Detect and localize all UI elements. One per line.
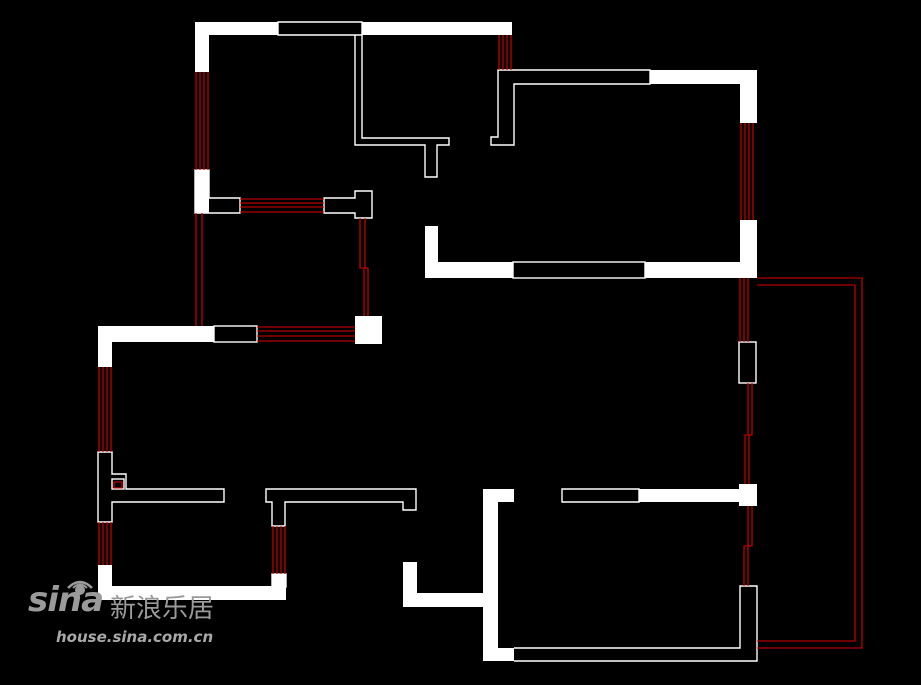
window xyxy=(257,326,355,342)
wall xyxy=(98,326,214,367)
watermark-brand: sina xyxy=(28,580,104,620)
sina-eye-icon xyxy=(67,580,93,595)
room-middle-left xyxy=(98,316,382,367)
wall xyxy=(650,70,757,123)
window xyxy=(98,522,112,565)
room-top-left xyxy=(194,21,512,219)
window xyxy=(359,218,369,316)
wall xyxy=(98,565,286,600)
wall xyxy=(425,226,513,278)
wall-outline xyxy=(561,488,640,503)
wall xyxy=(645,262,745,278)
wall xyxy=(483,489,514,661)
wall-outline xyxy=(512,261,646,279)
watermark-name: 新浪乐居 xyxy=(110,594,215,624)
wall xyxy=(639,489,739,502)
wall-outline xyxy=(490,69,651,146)
window xyxy=(743,506,753,586)
window xyxy=(240,198,324,213)
room-top-right xyxy=(425,69,757,279)
window xyxy=(498,35,512,70)
wall xyxy=(403,562,483,607)
wall-outline xyxy=(514,585,758,662)
wall xyxy=(739,484,757,506)
wall xyxy=(195,22,278,72)
balcony-railing xyxy=(757,277,863,649)
watermark-url: house.sina.com.cn xyxy=(56,628,214,646)
window xyxy=(744,383,753,484)
room-bottom-right xyxy=(403,341,758,662)
window xyxy=(740,123,754,220)
wall xyxy=(362,22,512,35)
wall-outline xyxy=(271,573,287,588)
window xyxy=(113,481,123,489)
wall-outline xyxy=(194,169,241,214)
windows xyxy=(98,35,863,649)
watermark: sina 新浪乐居 house.sina.com.cn xyxy=(26,578,266,658)
wall-outline xyxy=(354,35,450,178)
wall-outline xyxy=(277,21,363,36)
wall-outline xyxy=(213,325,258,343)
window xyxy=(98,367,112,452)
wall-outline xyxy=(97,451,225,523)
wall xyxy=(195,170,209,213)
wall xyxy=(355,316,382,344)
window xyxy=(195,72,209,170)
wall-outline xyxy=(738,341,757,384)
wall-outline xyxy=(323,190,373,219)
balcony-railing xyxy=(757,284,856,642)
window xyxy=(272,526,286,574)
wall-outline xyxy=(111,478,125,490)
window xyxy=(195,213,203,326)
wall-outline xyxy=(265,488,417,527)
window xyxy=(739,278,749,342)
